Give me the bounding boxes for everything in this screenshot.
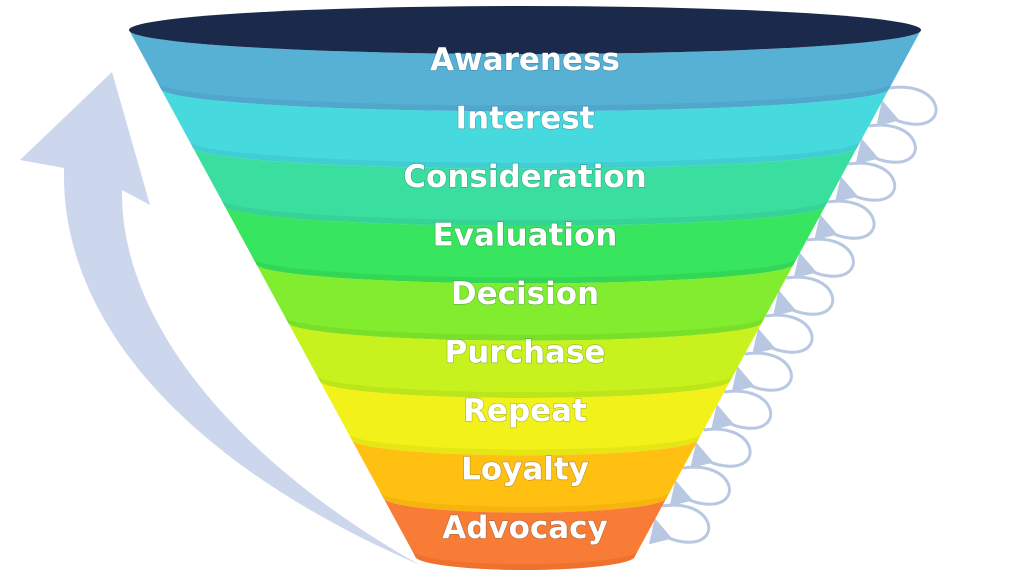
feedback-loop-arrow xyxy=(648,503,711,545)
funnel-band-awareness xyxy=(129,30,921,112)
feedback-loop-arrow xyxy=(876,85,938,127)
stage-label-loyalty: Loyalty xyxy=(461,451,589,487)
stage-label-interest: Interest xyxy=(455,101,594,137)
feedback-loop-arrow xyxy=(690,427,752,469)
funnel-band-shade xyxy=(221,199,829,226)
funnel-top-rim xyxy=(129,6,921,54)
funnel-band-decision xyxy=(256,263,794,341)
feedback-loop-arrow xyxy=(855,123,917,165)
feedback-loop-arrow xyxy=(814,199,876,241)
stage-label-purchase: Purchase xyxy=(445,334,606,370)
feedback-loop-arrow xyxy=(669,465,731,507)
funnel-band-loyalty xyxy=(351,439,699,513)
funnel-band-shade xyxy=(189,140,861,169)
feedback-loop-arrow xyxy=(752,313,814,355)
funnel-band-repeat xyxy=(319,380,731,456)
funnel-band-purchase xyxy=(287,322,763,398)
funnel-band-shade xyxy=(411,550,639,570)
funnel-band-interest xyxy=(160,88,890,169)
funnel-band-shade xyxy=(284,316,766,341)
funnel-bands xyxy=(129,30,921,570)
feedback-loop-arrow xyxy=(793,237,855,279)
funnel-band-consideration xyxy=(192,146,858,226)
feedback-loop-arrow xyxy=(834,161,897,203)
feedback-loop-arrow xyxy=(731,351,793,393)
stage-label-repeat: Repeat xyxy=(463,393,587,429)
stage-label-awareness: Awareness xyxy=(430,42,620,78)
stage-label-consideration: Consideration xyxy=(403,159,646,195)
stage-label-evaluation: Evaluation xyxy=(433,218,618,254)
funnel-band-advocacy xyxy=(383,497,667,570)
stage-label-advocacy: Advocacy xyxy=(442,510,608,546)
return-arrow-shape xyxy=(20,72,420,565)
funnel-band-shade xyxy=(316,374,734,398)
funnel-band-shade xyxy=(379,491,671,513)
upward-return-arrow xyxy=(20,72,420,565)
funnel-band-evaluation xyxy=(224,205,826,284)
feedback-loops xyxy=(648,85,938,545)
stage-label-decision: Decision xyxy=(451,276,599,312)
funnel-band-shade xyxy=(252,257,798,284)
funnel-band-shade xyxy=(157,82,893,112)
funnel-band-shade xyxy=(348,433,702,456)
stage-labels: AwarenessInterestConsiderationEvaluation… xyxy=(403,42,648,547)
feedback-loop-arrow xyxy=(772,275,835,317)
feedback-loop-arrow xyxy=(710,389,773,431)
